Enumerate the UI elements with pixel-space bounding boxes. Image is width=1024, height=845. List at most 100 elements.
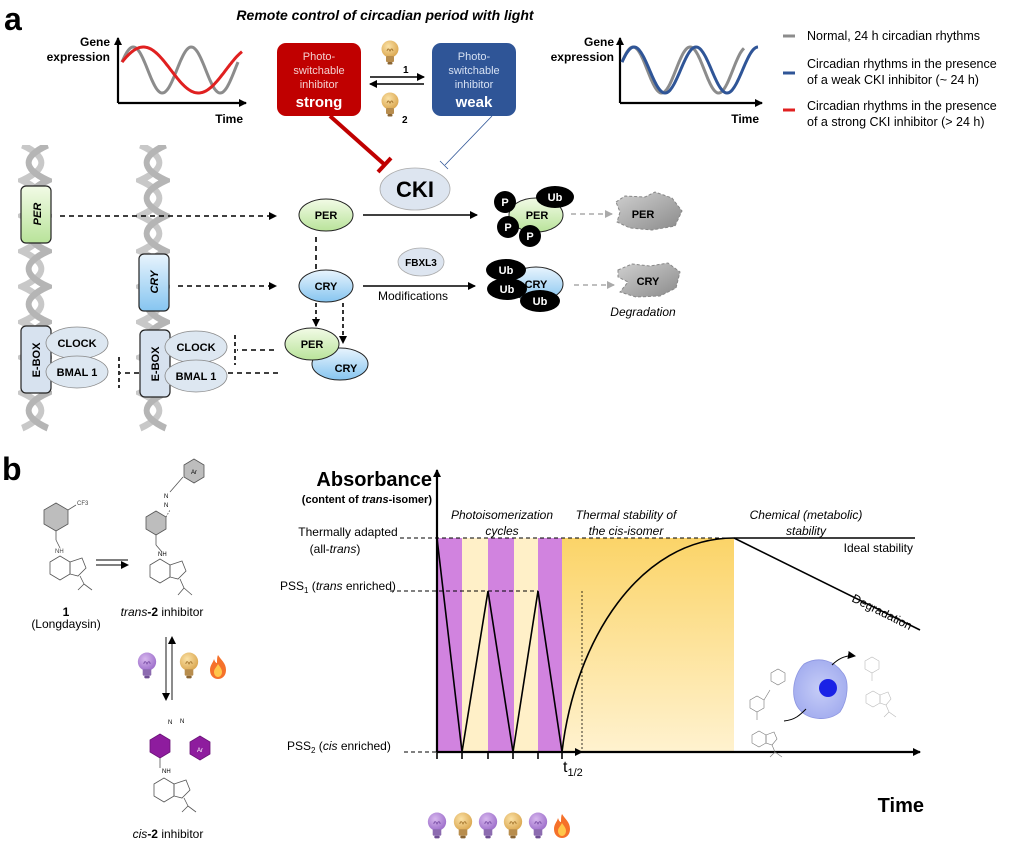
strong-box-line-3: inhibitor bbox=[300, 79, 339, 91]
strong-inhibitor-box: Photo- switchable inhibitor strong bbox=[277, 43, 361, 116]
pss2-sub: 2 bbox=[311, 746, 316, 755]
right-weak-curve bbox=[620, 45, 759, 95]
bmal-2-label: BMAL 1 bbox=[176, 371, 217, 383]
degraded-cry: CRY bbox=[617, 262, 681, 298]
ub-label: Ub bbox=[548, 192, 563, 204]
cis-azo-n-label: N bbox=[180, 719, 184, 725]
violet-light-bulb-icon bbox=[528, 812, 548, 839]
absorbance-ylabel-sub: (content of trans-isomer) bbox=[302, 494, 433, 506]
violet-light-bulb-icon bbox=[478, 812, 498, 839]
panel-a-label: a bbox=[4, 1, 22, 37]
all-trans-label: (all-trans) bbox=[310, 542, 361, 556]
degraded-per-label: PER bbox=[632, 209, 655, 221]
amber-light-bulb-icon bbox=[179, 652, 199, 679]
degraded-cry-label: CRY bbox=[637, 276, 660, 288]
phosphorylated-per: PER Ub P P P bbox=[494, 186, 574, 247]
p-per-label: PER bbox=[526, 210, 549, 222]
amber-light-bulb-icon bbox=[381, 40, 399, 65]
all-trans-a: (all- bbox=[310, 542, 330, 556]
strong-box-line-1: Photo- bbox=[303, 51, 336, 63]
cry-protein: CRY bbox=[298, 269, 354, 303]
ebox-2: E-BOX CLOCK BMAL 1 bbox=[139, 329, 228, 398]
thermally-adapted-label: Thermally adapted bbox=[298, 525, 397, 539]
parent-compound-structure bbox=[749, 668, 786, 758]
compound-1-number: 1 bbox=[63, 605, 70, 619]
degradation-label: Degradation bbox=[610, 305, 676, 319]
thermal-region-label-1: Thermal stability of bbox=[576, 508, 678, 522]
right-plot-ylabel-2: expression bbox=[551, 50, 614, 64]
light-2-label: 2 bbox=[402, 115, 408, 126]
absorbance-ylabel: Absorbance bbox=[316, 469, 432, 491]
panel-b-label: b bbox=[2, 451, 22, 487]
per-protein: PER bbox=[298, 198, 354, 232]
azo-n-label: N bbox=[164, 503, 168, 509]
cki-label: CKI bbox=[396, 177, 434, 202]
left-expression-plot: Gene expression Time bbox=[47, 35, 247, 126]
cis-2-label: cis-2 inhibitor bbox=[133, 827, 204, 841]
chemical-region-label-1: Chemical (metabolic) bbox=[750, 508, 863, 522]
strong-box-line-2: switchable bbox=[293, 65, 344, 77]
amber-light-bulb-icon bbox=[381, 92, 399, 117]
fbxl3-label: FBXL3 bbox=[405, 258, 437, 269]
azo-n-label: N bbox=[164, 494, 168, 500]
cis-2-structure bbox=[149, 733, 211, 813]
weak-box-line-3: inhibitor bbox=[455, 79, 494, 91]
photo-region-label-1: Photoisomerization bbox=[451, 508, 553, 522]
weak-box-line-1: Photo- bbox=[458, 51, 491, 63]
trans-label-italic: trans bbox=[121, 605, 148, 619]
absorbance-plot bbox=[390, 469, 921, 759]
legend-weak-text-1: Circadian rhythms in the presence bbox=[807, 57, 997, 71]
clock-1-label: CLOCK bbox=[57, 338, 96, 350]
phospho-label: P bbox=[526, 231, 533, 243]
t-half-sub: 1/2 bbox=[567, 767, 582, 779]
pss1-label: PSS1 (trans enriched) bbox=[280, 579, 396, 595]
ub-label: Ub bbox=[533, 296, 548, 308]
per-cry-complex: CRY PER bbox=[284, 327, 369, 381]
per-gene-label: PER bbox=[32, 203, 44, 226]
clock-2-label: CLOCK bbox=[176, 342, 215, 354]
right-normal-curve bbox=[620, 45, 746, 95]
pss2-i: cis bbox=[323, 739, 338, 753]
ylabel-sub-1: (content of bbox=[302, 494, 362, 506]
right-plot-ylabel-1: Gene bbox=[584, 35, 614, 49]
ebox-1-label: E-BOX bbox=[31, 342, 43, 378]
thermal-region-label-2: the cis-isomer bbox=[589, 524, 665, 538]
ylabel-sub-italic: trans bbox=[362, 494, 389, 506]
compound-1-name: (Longdaysin) bbox=[31, 617, 100, 631]
legend-strong-text-2: of a strong CKI inhibitor (> 24 h) bbox=[807, 115, 985, 129]
pss1-i: trans bbox=[316, 579, 343, 593]
per-gene: PER bbox=[20, 185, 52, 244]
right-expression-plot: Gene expression Time bbox=[551, 35, 763, 126]
cell-nucleus-icon bbox=[819, 679, 837, 697]
photoisomerization-trace bbox=[436, 537, 563, 753]
trans-nh-label: NH bbox=[158, 552, 167, 558]
violet-band bbox=[538, 538, 562, 752]
metabolite-structure bbox=[864, 656, 897, 718]
left-strong-curve bbox=[120, 45, 243, 95]
left-plot-ylabel-1: Gene bbox=[80, 35, 110, 49]
degradation-line bbox=[733, 537, 921, 631]
metabolism-illustration bbox=[749, 651, 897, 758]
trans-2-structure bbox=[145, 458, 205, 596]
trans-ar-label: Ar bbox=[191, 470, 197, 476]
time-xlabel: Time bbox=[878, 795, 924, 817]
violet-light-bulb-icon bbox=[137, 652, 157, 679]
cry-protein-label: CRY bbox=[315, 281, 338, 293]
photo-region-label-2: cycles bbox=[485, 524, 518, 538]
bmal-1-label: BMAL 1 bbox=[57, 367, 98, 379]
weak-box-line-2: switchable bbox=[448, 65, 499, 77]
legend-strong-text-1: Circadian rhythms in the presence bbox=[807, 99, 997, 113]
weak-inhibitor-box: Photo- switchable inhibitor weak bbox=[432, 43, 516, 116]
cki-protein: CKI bbox=[379, 167, 451, 211]
cis-label-rest: inhibitor bbox=[158, 827, 203, 841]
per-protein-label: PER bbox=[315, 210, 338, 222]
left-plot-xlabel: Time bbox=[215, 112, 243, 126]
trans-label-rest: inhibitor bbox=[158, 605, 203, 619]
legend-normal-text: Normal, 24 h circadian rhythms bbox=[807, 29, 980, 43]
ub-label: Ub bbox=[499, 265, 514, 277]
cry-gene: CRY bbox=[138, 253, 170, 312]
compound-1-structure bbox=[43, 502, 93, 591]
degradation-plot-label: Degradation bbox=[850, 591, 915, 633]
ebox-2-label: E-BOX bbox=[150, 346, 162, 382]
